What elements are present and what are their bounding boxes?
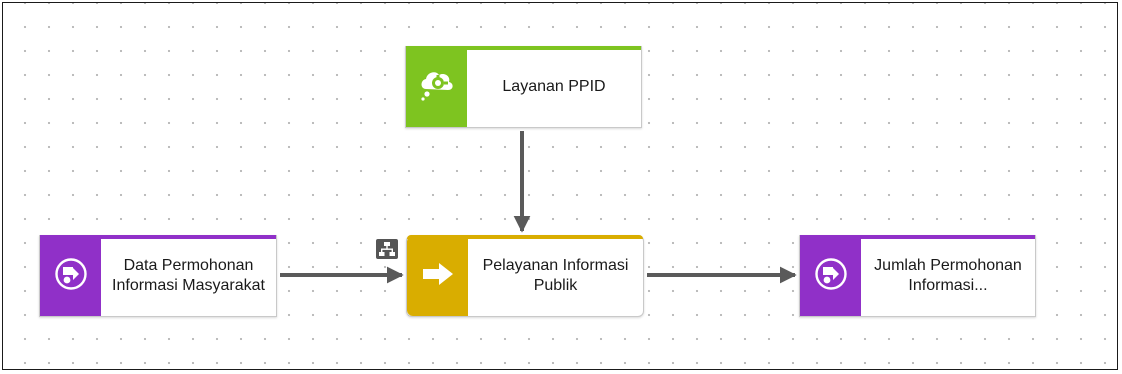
connectors bbox=[280, 131, 797, 284]
node-layanan-ppid-label: Layanan PPID bbox=[502, 78, 606, 95]
node-pelayanan-informasi-publik[interactable]: Pelayanan Informasi Publik bbox=[406, 235, 644, 317]
service-cloud-gear-icon bbox=[417, 65, 457, 110]
diagram-canvas: Layanan PPID Data Permohonan Informasi M… bbox=[2, 2, 1118, 370]
node-data-permohonan-side bbox=[40, 236, 101, 316]
arrow-right-icon bbox=[421, 261, 455, 292]
node-pelayanan-label: Pelayanan Informasi Publik bbox=[482, 257, 629, 294]
node-layanan-ppid-side bbox=[406, 47, 467, 127]
node-jumlah-permohonan-side bbox=[800, 236, 861, 316]
node-data-permohonan-label: Data Permohonan Informasi Masyarakat bbox=[112, 257, 265, 294]
node-jumlah-permohonan[interactable]: Jumlah Permohonan Informasi... bbox=[799, 235, 1036, 317]
information-carrier-icon bbox=[54, 257, 88, 296]
hierarchy-icon[interactable] bbox=[376, 239, 398, 259]
information-carrier-icon bbox=[814, 257, 848, 296]
node-data-permohonan[interactable]: Data Permohonan Informasi Masyarakat bbox=[39, 235, 277, 317]
node-pelayanan-side bbox=[407, 236, 468, 316]
node-jumlah-permohonan-label: Jumlah Permohonan Informasi... bbox=[874, 257, 1022, 294]
node-layanan-ppid[interactable]: Layanan PPID bbox=[405, 46, 642, 128]
